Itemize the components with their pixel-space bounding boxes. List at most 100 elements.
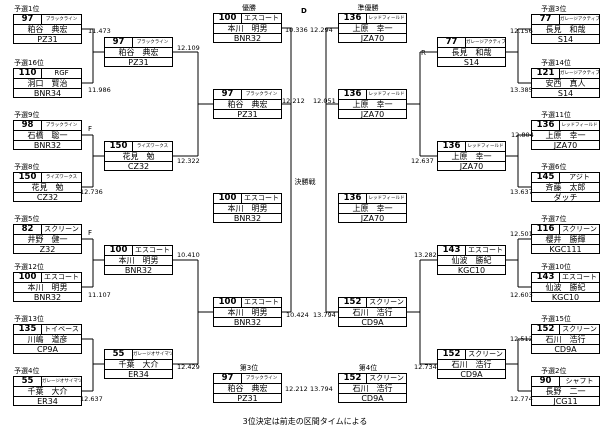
car-number: 145 <box>532 173 560 183</box>
car-number: 90 <box>532 377 560 387</box>
lap-time: 13.794 <box>310 385 333 393</box>
seed-label: 予選7位 <box>541 215 567 223</box>
team-name: ブラックライン <box>133 38 172 48</box>
seed-label: 予選13位 <box>14 315 44 323</box>
lap-time: 12.774 <box>510 395 533 403</box>
seed-label: 予選11位 <box>541 111 571 119</box>
car-model: KGC10 <box>551 293 580 302</box>
lap-time: 10.336 <box>285 26 308 34</box>
car-model: CD9A <box>554 345 577 354</box>
car-model: BNR32 <box>233 318 262 327</box>
driver-name: 花見 勉 <box>14 183 81 193</box>
lap-time: 12.051 <box>313 97 336 105</box>
winner-header: 優勝 <box>242 4 256 12</box>
car-model: CP9A <box>37 345 58 354</box>
car-model: CZ32 <box>36 193 59 202</box>
car-model: BNR32 <box>233 34 262 43</box>
runner-up-header: 準優勝 <box>357 4 379 12</box>
car-model: S14 <box>557 35 574 44</box>
car-number: 136 <box>532 121 560 131</box>
car-model: CD9A <box>361 318 384 327</box>
car-number: 121 <box>532 69 560 79</box>
lap-time: 12.736 <box>80 188 103 196</box>
team-name: レッドフィールド <box>367 194 406 204</box>
car-number: 100 <box>214 14 242 24</box>
car-number: 55 <box>14 377 42 387</box>
team-name: アジト <box>560 173 599 183</box>
lap-time: 12.512 <box>510 335 533 343</box>
driver-name: 本川 明男 <box>14 283 81 293</box>
team-name: ガレージアクティブ <box>560 15 599 25</box>
team-name: レッドフィールド <box>466 142 505 152</box>
car-number: 136 <box>339 90 367 100</box>
car-model: CZ32 <box>127 162 150 171</box>
team-name: エスコート <box>242 298 281 308</box>
seed-label: 予選16位 <box>14 59 44 67</box>
seed-label: 予選9位 <box>14 111 40 119</box>
car-model: ダッチ <box>553 193 578 202</box>
letter-f-2: F <box>88 229 93 237</box>
team-name: RGF <box>42 69 81 79</box>
team-name: レッドフィールド <box>367 14 406 24</box>
car-model: ER34 <box>37 397 58 406</box>
driver-name: 上原 幸一 <box>339 100 406 110</box>
team-name: トイベース <box>42 325 81 335</box>
letter-d: D <box>301 7 307 15</box>
lap-time: 10.410 <box>177 251 200 259</box>
team-name: スクリーン <box>367 298 406 308</box>
team-name: エスコート <box>133 246 172 256</box>
car-model: KGC111 <box>549 245 582 254</box>
team-name: エスコート <box>42 273 81 283</box>
lap-time: 12.322 <box>177 157 200 165</box>
lap-time: 12.637 <box>411 157 434 165</box>
team-name: ガレージアクティブ <box>560 69 599 79</box>
car-model: CD9A <box>460 370 483 379</box>
car-number: 136 <box>438 142 466 152</box>
lap-time: 12.637 <box>80 395 103 403</box>
car-number: 77 <box>532 15 560 25</box>
seed-label: 予選2位 <box>541 367 567 375</box>
driver-name: 石橋 聡一 <box>14 131 81 141</box>
driver-name: 櫻井 勝輝 <box>532 235 599 245</box>
driver-name: 本川 明男 <box>214 308 281 318</box>
car-number: 150 <box>14 173 42 183</box>
seed-label: 予選4位 <box>14 367 40 375</box>
team-name: スクリーン <box>367 374 406 384</box>
lap-time: 11.473 <box>88 27 111 35</box>
lap-time: 12.109 <box>177 44 200 52</box>
lap-time: 13.282 <box>414 251 437 259</box>
seed-label: 予選6位 <box>541 163 567 171</box>
car-model: JZA70 <box>459 162 484 171</box>
driver-name: 上原 幸一 <box>339 24 406 34</box>
driver-name: 千葉 大介 <box>105 360 172 370</box>
lap-time: 13.637 <box>510 188 533 196</box>
car-model: S14 <box>463 58 480 67</box>
car-number: 116 <box>532 225 560 235</box>
car-model: ER34 <box>128 370 149 379</box>
final-header: 決勝戦 <box>294 178 316 186</box>
team-name: ブラックライン <box>242 374 281 384</box>
car-model: BNR34 <box>33 89 62 98</box>
team-name: レッドフィールド <box>560 121 599 131</box>
team-name: ガレージオサイマツ <box>133 350 172 360</box>
car-model: JCG11 <box>553 397 578 406</box>
footer-note: 3位決定は前走の区間タイムによる <box>242 417 368 426</box>
team-name: エスコート <box>242 14 281 24</box>
team-name: エスコート <box>560 273 599 283</box>
